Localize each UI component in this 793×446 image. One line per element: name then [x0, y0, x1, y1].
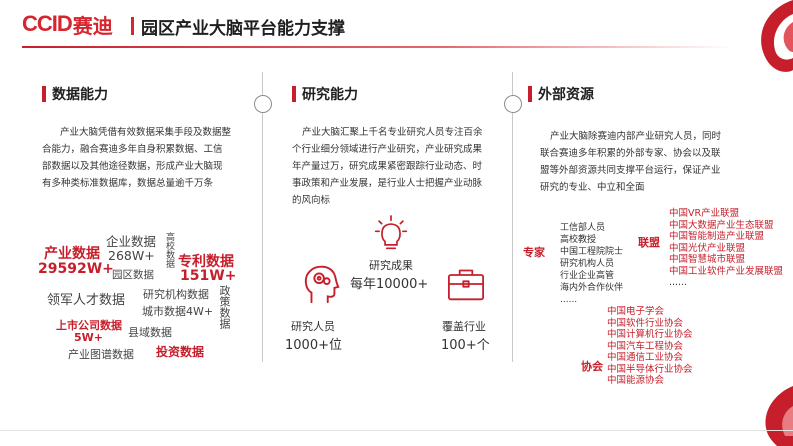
section-external-header: 外部资源	[528, 84, 594, 104]
logo-cjk: 赛迪	[72, 13, 113, 38]
list-item: ......	[669, 277, 688, 288]
list-item: 研究机构人员	[560, 259, 615, 269]
divider-1-circle	[254, 95, 272, 113]
para-line: 产业大脑汇聚上千名专业研究人员专注百余	[302, 127, 483, 138]
research-staff-label: 研究人员	[291, 320, 335, 333]
section-research-title: 研究能力	[302, 87, 358, 103]
divider-2	[512, 72, 513, 362]
logo-latin: CCID	[22, 11, 73, 36]
para-line: 部数据以及其他途径数据，形成产业大脑现	[42, 161, 223, 172]
section-research-header: 研究能力	[292, 84, 358, 104]
list-item: 工信部人员	[560, 223, 606, 233]
page-title: 园区产业大脑平台能力支撑	[141, 19, 345, 39]
list-item: 中国计算机行业协会	[607, 329, 693, 340]
cloud-enterprise-value: 268W+	[108, 248, 155, 263]
list-item: 中国汽车工程协会	[607, 340, 684, 352]
associations-category: 协会	[581, 360, 603, 373]
list-item: 中国VR产业联盟	[669, 208, 740, 219]
header: CCID 赛迪 园区产业大脑平台能力支撑	[0, 0, 793, 48]
divider-2-circle	[504, 95, 522, 113]
list-item: 海内外合作伙伴	[560, 283, 624, 293]
cloud-chain: 产业图谱数据	[68, 348, 134, 361]
section-data-paragraph: 产业大脑凭借有效数据采集手段及数据整 合能力，融合赛迪多年自身积累数据、工信 部…	[42, 124, 250, 192]
list-item: 中国通信工业协会	[607, 352, 684, 363]
cloud-patent-value: 151W+	[180, 268, 237, 284]
para-line: 盟等外部资源共同支撑平台运行，保证产业	[540, 165, 721, 176]
list-item: 高校教授	[560, 235, 597, 245]
section-marker	[528, 86, 532, 102]
list-item: 中国工程院院士	[560, 247, 624, 257]
list-item: 中国智能制造产业联盟	[669, 231, 765, 242]
briefcase-icon	[448, 269, 484, 301]
cloud-city: 城市数据4W+	[142, 305, 214, 318]
associations-list: 中国电子学会 中国软件行业协会 中国计算机行业协会 中国汽车工程协会 中国通信工…	[607, 306, 693, 388]
list-item: 中国半导体行业协会	[607, 363, 693, 375]
section-data-title: 数据能力	[52, 87, 108, 103]
alliances-category: 联盟	[638, 236, 660, 249]
cloud-invest: 投资数据	[156, 345, 205, 359]
list-item: 中国大数据产业生态联盟	[669, 219, 774, 231]
experts-category: 专家	[523, 246, 545, 259]
para-line: 产业大脑凭借有效数据采集手段及数据整	[60, 127, 232, 138]
swirl-decoration-icon	[761, 0, 793, 72]
para-line: 的风向标	[292, 195, 331, 206]
cloud-industry-value: 29592W+	[38, 261, 114, 277]
divider-1	[262, 72, 263, 362]
section-marker	[42, 86, 46, 102]
cloud-patent-label: 专利数据	[178, 254, 234, 270]
list-item: 中国软件行业协会	[607, 317, 684, 329]
ccid-logo: CCID 赛迪	[22, 11, 113, 38]
section-external-paragraph: 产业大脑除赛迪内部产业研究人员，同时 联合赛迪多年积累的外部专家、协会以及联 盟…	[540, 128, 748, 196]
header-underline	[22, 46, 734, 48]
cloud-listed-value: 5W+	[74, 331, 104, 344]
cloud-county: 县域数据	[128, 326, 172, 339]
research-staff-value: 1000+位	[285, 338, 342, 353]
cloud-listed-label: 上市公司数据	[56, 319, 122, 332]
para-line: 有多种类标准数据库，数据总量逾千万条	[42, 178, 214, 189]
research-industry-label: 覆盖行业	[442, 320, 486, 333]
section-external-title: 外部资源	[538, 87, 594, 103]
para-line: 联合赛迪多年积累的外部专家、协会以及联	[540, 148, 721, 159]
research-industry-value: 100+个	[441, 338, 490, 353]
research-results-value: 每年10000+	[350, 277, 429, 292]
lightbulb-icon	[374, 215, 408, 250]
research-results-label: 研究成果	[369, 259, 413, 272]
alliances-list: 中国VR产业联盟 中国大数据产业生态联盟 中国智能制造产业联盟 中国光伏产业联盟…	[669, 208, 783, 289]
cloud-industry-label: 产业数据	[44, 246, 100, 262]
list-item: 中国电子学会	[607, 306, 665, 317]
list-item: 中国工业软件产业发展联盟	[669, 265, 784, 277]
para-line: 事政策和产业发展，是行业人士把握产业动脉	[292, 178, 483, 189]
para-line: 年产量过万，研究成果紧密跟踪行业动态、时	[292, 161, 483, 172]
para-line: 研究的专业、中立和全面	[540, 182, 645, 193]
cloud-enterprise-label: 企业数据	[106, 234, 157, 249]
para-line: 产业大脑除赛迪内部产业研究人员，同时	[550, 131, 722, 142]
section-marker	[292, 86, 296, 102]
cloud-research-org: 研究机构数据	[143, 288, 209, 301]
swirl-decoration-bottom-icon	[765, 386, 793, 446]
para-line: 合能力，融合赛迪多年自身积累数据、工信	[42, 144, 223, 155]
experts-list: 工信部人员 高校教授 中国工程院院士 研究机构人员 行业企业高管 海内外合作伙伴…	[560, 222, 623, 306]
list-item: 行业企业高管	[560, 271, 615, 281]
para-line: 个行业细分领域进行产业研究，产业研究成果	[292, 144, 483, 155]
cloud-talent: 领军人才数据	[47, 293, 126, 308]
list-item: 中国智慧城市联盟	[669, 254, 746, 265]
list-item: 中国光伏产业联盟	[669, 242, 746, 254]
cloud-park: 园区数据	[112, 269, 154, 281]
title-accent-bar	[131, 17, 134, 35]
section-data-header: 数据能力	[42, 84, 108, 104]
cloud-vertical-university: 高校数据	[164, 232, 174, 268]
footer-line	[0, 430, 793, 431]
head-brain-icon	[304, 265, 340, 304]
list-item: ......	[560, 295, 578, 305]
cloud-policy-vertical: 政策数据	[218, 285, 231, 329]
list-item: 中国能源协会	[607, 375, 665, 386]
section-research-paragraph: 产业大脑汇聚上千名专业研究人员专注百余 个行业细分领域进行产业研究，产业研究成果…	[292, 124, 498, 209]
